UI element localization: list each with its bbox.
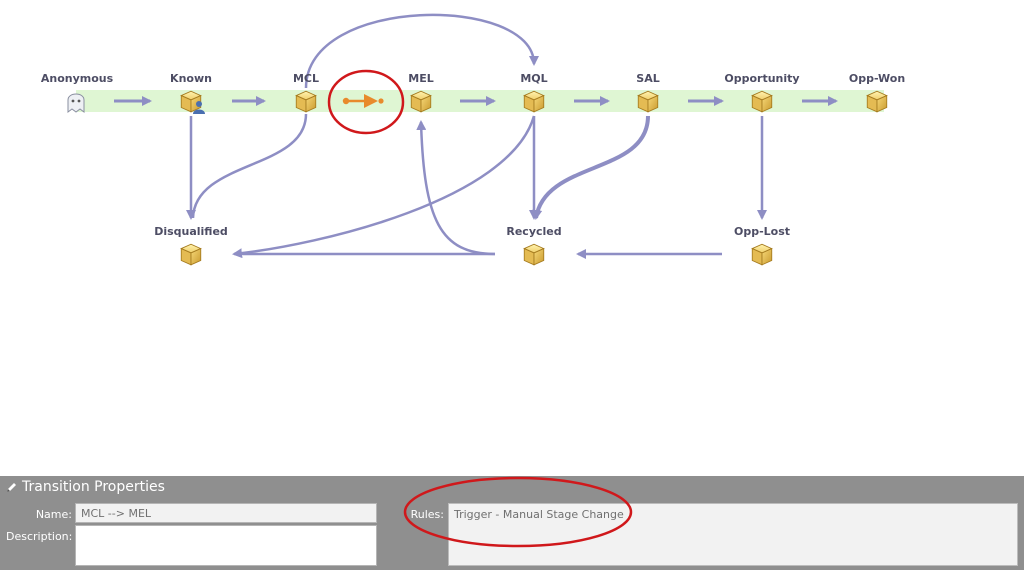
stage-label-known: Known [170, 72, 212, 85]
stage-label-opportunity: Opportunity [724, 72, 800, 85]
transition-arrow-icon[interactable] [342, 94, 384, 108]
stage-flow-diagram [67, 13, 888, 266]
stage-flow-canvas: Anonymous Known MCL MEL MQL SAL Opportun… [40, 13, 906, 266]
box-icon[interactable] [751, 90, 773, 113]
description-field[interactable] [75, 525, 377, 566]
transition-properties-panel: Transition Properties Name: MCL --> MEL … [0, 476, 1024, 570]
stage-label-recycled: Recycled [506, 225, 562, 238]
rules-field[interactable]: Trigger - Manual Stage Change [448, 503, 1018, 566]
stage-label-mql: MQL [520, 72, 548, 85]
sal-to-recycled-transition [532, 115, 650, 220]
stage-label-anonymous: Anonymous [40, 72, 114, 85]
panel-header: Transition Properties [6, 479, 165, 495]
ghost-icon[interactable] [67, 93, 85, 113]
pencil-icon [7, 483, 16, 492]
box-icon[interactable] [637, 90, 659, 113]
highlight-circle [327, 69, 405, 135]
stage-label-opp-won: Opp-Won [848, 72, 906, 85]
box-icon[interactable] [523, 90, 545, 113]
stage-label-sal: SAL [636, 72, 660, 85]
description-label: Description: [6, 530, 73, 543]
box-icon[interactable] [523, 243, 545, 266]
panel-title: Transition Properties [22, 479, 165, 495]
name-field[interactable]: MCL --> MEL [75, 503, 377, 523]
box-icon[interactable] [180, 243, 202, 266]
branch-transitions [186, 13, 767, 259]
box-icon[interactable] [751, 243, 773, 266]
box-icon[interactable] [866, 90, 888, 113]
stage-label-mel: MEL [408, 72, 434, 85]
box-icon[interactable] [295, 90, 317, 113]
box-icon[interactable] [410, 90, 432, 113]
stage-label-opp-lost: Opp-Lost [733, 225, 791, 238]
name-label: Name: [35, 508, 72, 521]
rules-label: Rules: [410, 508, 444, 521]
stage-label-disqualified: Disqualified [154, 225, 228, 238]
box-person-icon[interactable] [180, 90, 205, 114]
stage-label-mcl: MCL [292, 72, 320, 85]
